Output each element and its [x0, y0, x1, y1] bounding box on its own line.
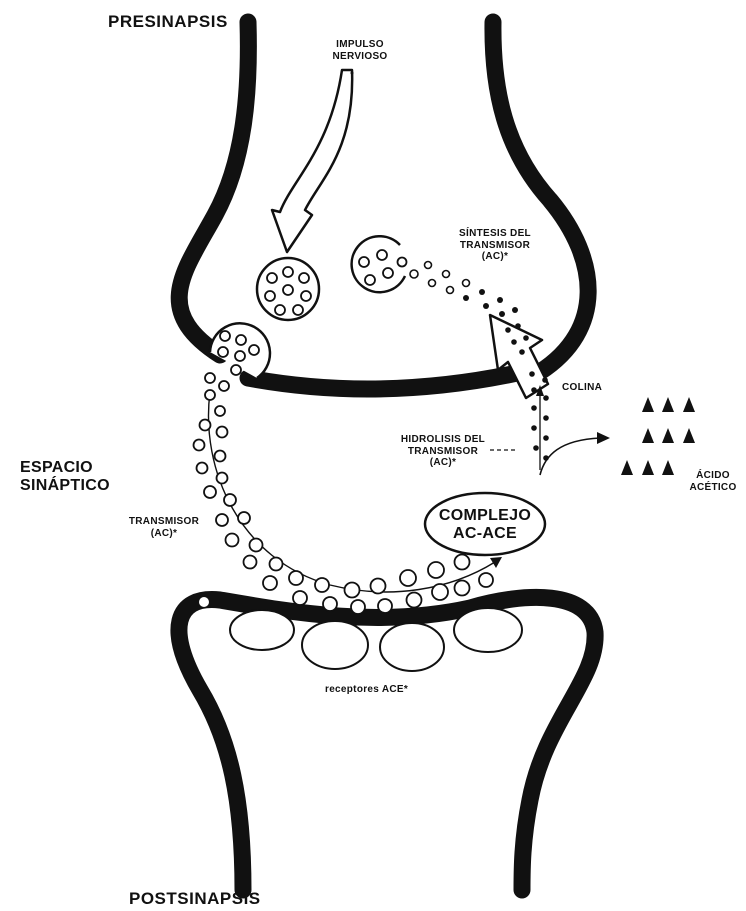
nerve-impulse-arrow: [272, 70, 352, 252]
transmitter-label: TRANSMISOR (AC)*: [124, 516, 204, 539]
receptor: [380, 623, 444, 671]
transmitter-molecules: [194, 373, 494, 614]
vesicle: [257, 258, 319, 320]
postsynapse-label: POSTSINAPSIS: [129, 889, 261, 909]
presynaptic-membrane-right: [493, 22, 588, 372]
receptors-label: receptores ACE*: [325, 684, 408, 696]
receptor: [302, 621, 368, 669]
presynaptic-terminal-membrane: [248, 372, 522, 389]
receptor: [454, 608, 522, 652]
releasing-vesicle: [210, 323, 270, 378]
nerve-impulse-label: IMPULSO NERVIOSO: [330, 39, 390, 62]
membrane-dot: [199, 597, 209, 607]
complex-label: COMPLEJO AC-ACE: [435, 507, 535, 544]
synaptic-space-label: ESPACIO SINÁPTICO: [20, 459, 110, 496]
acetic-acid-label: ÁCIDO ACÉTICO: [680, 470, 746, 493]
presynapse-label: PRESINAPSIS: [108, 12, 228, 32]
acetic-acid-molecules: [621, 397, 695, 475]
choline-label: COLINA: [562, 382, 602, 394]
acetic-acid-arrow: [540, 438, 600, 475]
synthesis-label: SÍNTESIS DEL TRANSMISOR (AC)*: [440, 228, 550, 263]
hydrolysis-label: HIDROLISIS DEL TRANSMISOR (AC)*: [395, 434, 491, 469]
presynaptic-membrane-left: [179, 22, 248, 355]
receptor: [230, 610, 294, 650]
